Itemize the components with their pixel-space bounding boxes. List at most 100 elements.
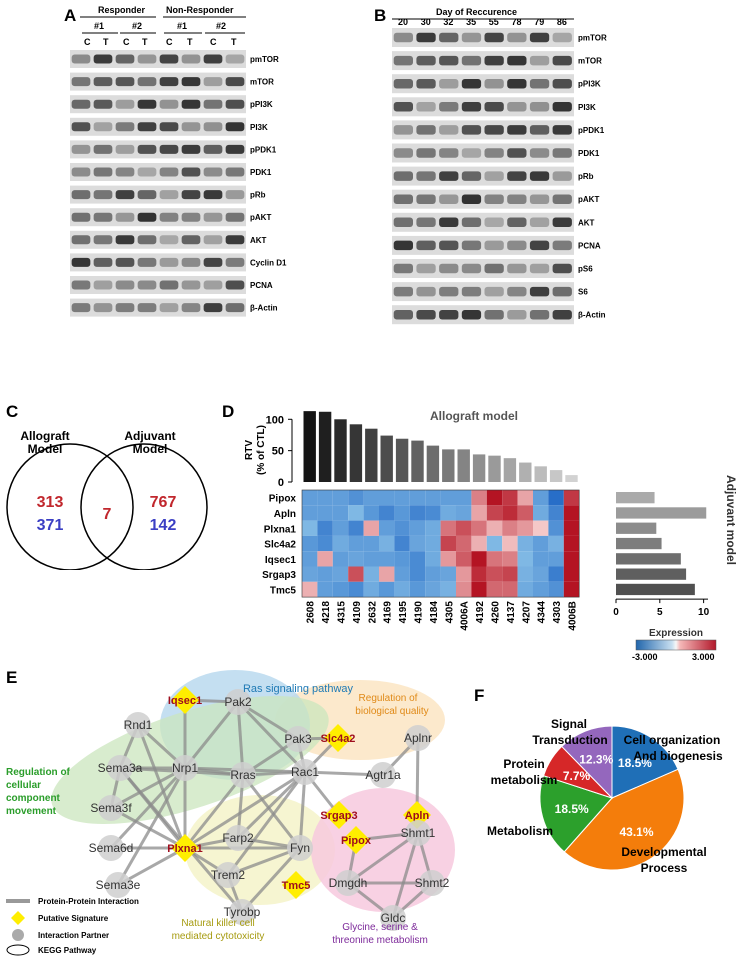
pathway-label-biological-quality-2: biological quality [355,706,428,717]
pie-slice-developmental-process [563,768,685,871]
blot-band [484,148,504,158]
heat-cell-iqsec1-4195 [394,551,410,567]
blot-label-pakt: pAKT [250,213,271,222]
blot-band [529,102,550,112]
rtv-label: RTV [244,440,255,460]
blot-band [416,217,436,228]
blot-strip-ppdk1 [392,120,574,140]
partner-node-sema6d [98,835,124,861]
blot-label-akt: AKT [250,236,267,245]
signature-diamond-iqsec1 [171,686,199,714]
blot-band [137,167,157,177]
adjuvant-bar-iqsec1 [616,553,681,565]
heat-cell-iqsec1-4218 [317,551,333,567]
heat-cell-plxna1-4109 [348,520,364,536]
blot-band [203,144,223,154]
partner-label-sema3a: Sema3a [98,761,143,775]
adjuvant-bar-tmc5 [616,583,695,596]
blot-band [115,303,135,313]
legend-kegg-label: KEGG Pathway [38,946,97,955]
blot-band [115,257,135,267]
pie-label-developmental-1: Developmental [621,845,706,859]
blot-strip-pdk1 [392,143,574,163]
heat-cell-apln-4315 [332,505,349,521]
heat-cell-pipox-4109 [348,490,364,506]
expression-legend-min: -3.000 [632,652,658,662]
signature-diamond-pipox [342,826,370,854]
rtv-y-tick-label: 50 [272,446,284,458]
day-label-20: 20 [398,17,408,27]
heat-cell-plxna1-4169 [379,520,395,536]
heat-cell-srgap3-4305 [440,566,456,582]
partner-node-shmt2 [419,870,445,896]
heat-col-label-4207: 4207 [521,601,532,624]
blot-band [507,171,527,181]
subject-label-r2: #2 [132,21,142,31]
blot-band [393,263,413,274]
blot-band [225,54,245,64]
lane-label-3: C [123,37,130,47]
blot-strip-s6 [392,282,574,302]
partner-label-rras: Rras [230,768,255,782]
ppi-edge-agtr1a-rac1 [304,770,384,777]
legend-partner-circle [12,929,24,941]
heat-col-label-4260: 4260 [491,601,502,624]
day-label-30: 30 [421,17,431,27]
blot-label-akt: AKT [578,218,595,227]
blot-band [71,122,91,132]
heat-cell-slc4a2-2608 [302,535,318,552]
heat-cell-apln-4218 [317,505,333,521]
signature-label-iqsec1: Iqsec1 [168,695,202,707]
heat-cell-tmc5-4305 [440,581,456,598]
heat-cell-apln-4109 [348,505,364,521]
heat-cell-slc4a2-2632 [363,535,379,552]
heat-cell-iqsec1-2608 [302,551,318,567]
blot-band [225,77,245,87]
blot-band [439,125,459,135]
blot-strip-akt [392,212,574,232]
blot-band [393,32,413,43]
heat-cell-tmc5-2632 [363,581,379,598]
heat-col-label-4218: 4218 [321,601,332,624]
blot-band [225,235,245,245]
blot-band [93,167,113,177]
blot-band [115,212,135,222]
blot-band [393,55,413,66]
heat-cell-iqsec1-2632 [363,551,379,567]
blot-band [416,55,436,66]
heat-cell-iqsec1-4137 [502,551,518,567]
blot-strip-actin [70,298,246,317]
expression-legend-title: Expression [649,628,703,639]
blot-label-pmtor: pmTOR [250,55,279,64]
allograft-model-title: Allograft model [430,409,518,423]
partner-node-sema3a [107,755,133,781]
venn-circle-adjuvant [80,443,208,570]
blot-band [439,78,459,89]
rtv-bar-4109 [349,424,363,482]
heat-col-label-4315: 4315 [337,601,348,624]
blot-band [461,240,482,251]
partner-node-rac1 [292,759,318,785]
blot-band [71,190,91,200]
partner-label-farp2: Farp2 [222,831,254,845]
blot-band [93,257,113,267]
blot-band [181,212,201,222]
partner-node-gldc [380,905,406,931]
blot-band [552,148,572,158]
partner-node-pak2 [225,689,251,715]
partner-label-trem2: Trem2 [211,868,246,882]
pie-slice-signal-transduction [561,725,613,800]
heat-cell-pipox-4218 [317,490,333,506]
blot-label-prb: pRb [250,191,266,200]
ppi-edge-rras-plxna1 [183,774,245,849]
blot-band [71,99,91,109]
heat-cell-srgap3-2608 [302,566,318,582]
venn-left-title-1: Allograft [20,429,69,443]
heat-cell-srgap3-4260 [486,566,503,582]
blot-band [439,171,459,181]
blot-strip-mtor [392,51,574,71]
blot-band [71,257,91,267]
heat-cell-slc4a2-4169 [379,535,395,552]
heat-cell-pipox-4305 [440,490,456,506]
